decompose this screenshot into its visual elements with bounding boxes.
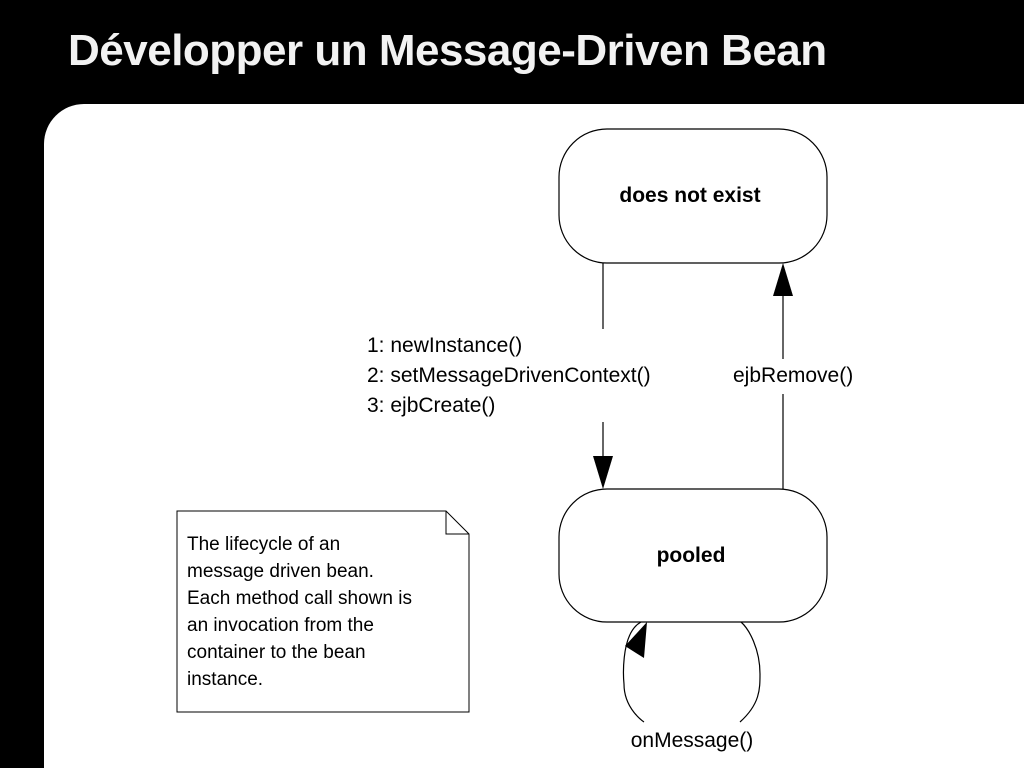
note-box bbox=[176, 510, 470, 713]
transition-self-loop-arrowhead bbox=[625, 622, 647, 658]
transition-remove-label: ejbRemove() bbox=[733, 364, 853, 387]
lifecycle-diagram: does not exist pooled 1: newInstance() 2… bbox=[176, 128, 853, 752]
note-folded-corner bbox=[445, 511, 469, 535]
state-pooled-box bbox=[558, 488, 828, 623]
content-panel: does not exist pooled 1: newInstance() 2… bbox=[44, 104, 1024, 768]
transition-self-loop: onMessage() bbox=[622, 621, 761, 752]
note-line-3: Each method call shown is bbox=[187, 588, 412, 609]
transition-create-arrowhead bbox=[593, 456, 613, 489]
transition-self-loop-label: onMessage() bbox=[631, 729, 754, 752]
transition-create-label-2: 2: setMessageDrivenContext() bbox=[367, 364, 651, 387]
state-does-not-exist-box bbox=[558, 128, 828, 264]
transition-create-label-3: 3: ejbCreate() bbox=[367, 394, 495, 417]
note: The lifecycle of an message driven bean.… bbox=[176, 510, 470, 713]
state-pooled-label: pooled bbox=[657, 544, 726, 567]
note-line-2: message driven bean. bbox=[187, 561, 374, 582]
note-line-1: The lifecycle of an bbox=[187, 534, 340, 555]
transition-remove-arrowhead bbox=[773, 263, 793, 296]
state-does-not-exist-label: does not exist bbox=[619, 184, 760, 207]
slide-title: Développer un Message-Driven Bean bbox=[68, 26, 827, 75]
note-line-6: instance. bbox=[187, 669, 263, 690]
transition-self-loop-curve bbox=[622, 621, 761, 723]
note-line-4: an invocation from the bbox=[187, 615, 374, 636]
transition-remove: ejbRemove() bbox=[733, 263, 853, 489]
transition-create-label-1: 1: newInstance() bbox=[367, 334, 522, 357]
transition-create: 1: newInstance() 2: setMessageDrivenCont… bbox=[367, 263, 651, 489]
state-pooled: pooled bbox=[558, 488, 828, 623]
note-line-5: container to the bean bbox=[187, 642, 366, 663]
state-does-not-exist: does not exist bbox=[558, 128, 828, 264]
